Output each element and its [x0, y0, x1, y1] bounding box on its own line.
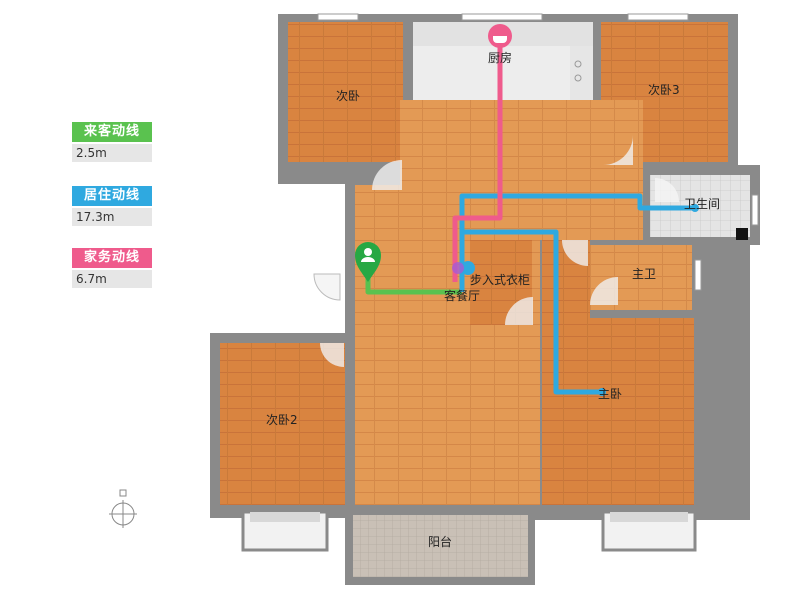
label-master-bath: 主卫: [632, 267, 656, 281]
entrance-marker-icon: [355, 242, 381, 282]
room-bedroom-2: [220, 343, 345, 505]
room-balcony: [353, 515, 528, 577]
legend-guest: 来客动线 2.5m: [72, 122, 152, 162]
label-bedroom-nw: 次卧: [336, 89, 360, 103]
legend-chores: 家务动线 6.7m: [72, 248, 152, 288]
label-balcony: 阳台: [428, 534, 452, 549]
chores-route: [452, 42, 503, 282]
legend-guest-value: 2.5m: [72, 144, 152, 162]
label-master-bedroom: 主卧: [598, 387, 622, 401]
label-bathroom: 卫生间: [684, 197, 720, 211]
kitchen-marker-icon: [488, 24, 512, 48]
label-living-dining: 客餐厅: [444, 288, 480, 303]
label-kitchen: 厨房: [488, 50, 512, 65]
living-route: [459, 193, 695, 395]
compass-icon: [109, 489, 137, 528]
room-bedroom-nw: [288, 22, 403, 162]
legend-chores-title: 家务动线: [72, 248, 152, 268]
legend-chores-value: 6.7m: [72, 270, 152, 288]
legend-living-value: 17.3m: [72, 208, 152, 226]
label-bedroom-2: 次卧2: [266, 413, 298, 427]
label-walkin: 步入式衣柜: [470, 272, 530, 287]
legend-living: 居住动线 17.3m: [72, 186, 152, 226]
label-bedroom-3: 次卧3: [648, 83, 680, 97]
legend-guest-title: 来客动线: [72, 122, 152, 142]
legend-living-title: 居住动线: [72, 186, 152, 206]
